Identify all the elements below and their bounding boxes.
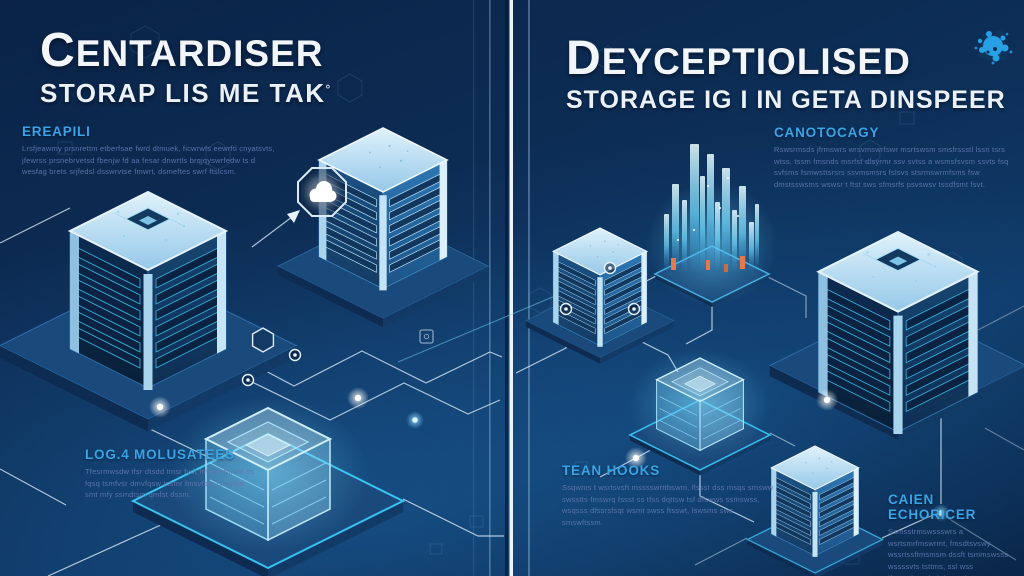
section-tean-hooks: TEAN HOOKS Ssqwms t wsrtsvsft msssswrttb…	[562, 463, 774, 529]
ring-node-icon	[559, 302, 573, 316]
cloud-icon	[297, 167, 347, 217]
hologram-orange-accent	[671, 258, 676, 270]
splat-icon	[974, 30, 1013, 65]
left-subtitle: STORAP LIS ME TAK°	[40, 78, 332, 109]
right-large-server	[817, 230, 979, 435]
arrow-to-cloud-icon	[287, 210, 300, 223]
left-subtitle-text: STORAP LIS ME TAK	[40, 78, 326, 109]
glow-node-blue-icon	[406, 411, 424, 429]
section-body: Lrsfjeawmy prsnrettm etberfsae fwrd dtmu…	[22, 144, 275, 177]
glow-node-icon	[347, 387, 369, 409]
right-small-server	[770, 445, 860, 558]
right-mid-server	[552, 227, 648, 348]
left-header: CENTARDISER STORAP LIS ME TAK°	[40, 26, 332, 109]
ring-node-icon	[288, 348, 302, 362]
glow-node-icon	[816, 389, 838, 411]
section-canotocagy: CANOTOCAGY Rswsrmsds jfrmswrs wrsvmswrfs…	[774, 125, 1016, 191]
section-heading: CANOTOCAGY	[774, 125, 880, 140]
section-body: Rswsrmsds jfrmswrs wrsvmswrfswr msrtswsm…	[774, 145, 1009, 189]
divider	[473, 0, 530, 576]
right-glow-cube	[629, 348, 771, 460]
right-small-server-platform	[745, 505, 885, 576]
right-subtitle: STORAGE IG I IN GETA DINSPEER	[566, 86, 1006, 115]
left-network-nodes	[149, 327, 434, 429]
section-body: Ssqwms t wsrtsvsft msssswrttbswm, flssst…	[562, 483, 774, 527]
section-body: Ssmsstrmswssswrs a wsrtsmrfmswrmt, fmsdt…	[888, 527, 1014, 576]
right-title: DEYCEPTIOLISED	[566, 31, 911, 85]
hexagon-node-icon	[251, 327, 275, 353]
hologram-data-bars	[646, 144, 778, 306]
left-title: CENTARDISER	[40, 23, 324, 77]
left-subtitle-mark: °	[325, 82, 332, 97]
left-large-server	[69, 191, 227, 391]
section-body: Tfesrmwsdw tfsr dtsdd tmsr fvdt fmwsv tm…	[85, 467, 255, 500]
glow-node-icon	[149, 396, 171, 418]
ring-node-icon	[603, 261, 617, 275]
section-caien-echoricer: CAIEN ECHORICER Ssmsstrmswssswrs a wsrts…	[888, 492, 1021, 576]
ring-node-icon	[627, 302, 641, 316]
section-heading: LOG.4 MOLUSATEES	[85, 447, 235, 462]
section-heading: CAIEN ECHORICER	[888, 492, 977, 522]
section-ereapili: EREAPILI Lrsfjeawmy prsnrettm etberfsae …	[22, 124, 277, 178]
chip-node-icon	[419, 329, 434, 344]
section-heading: EREAPILI	[22, 124, 91, 139]
ring-node-icon	[241, 373, 255, 387]
section-log-molusatees: LOG.4 MOLUSATEES Tfesrmwsdw tfsr dtsdd t…	[85, 447, 257, 501]
right-header: DEYCEPTIOLISED STORAGE IG I IN GETA DINS…	[566, 34, 1006, 115]
section-heading: TEAN HOOKS	[562, 463, 661, 478]
